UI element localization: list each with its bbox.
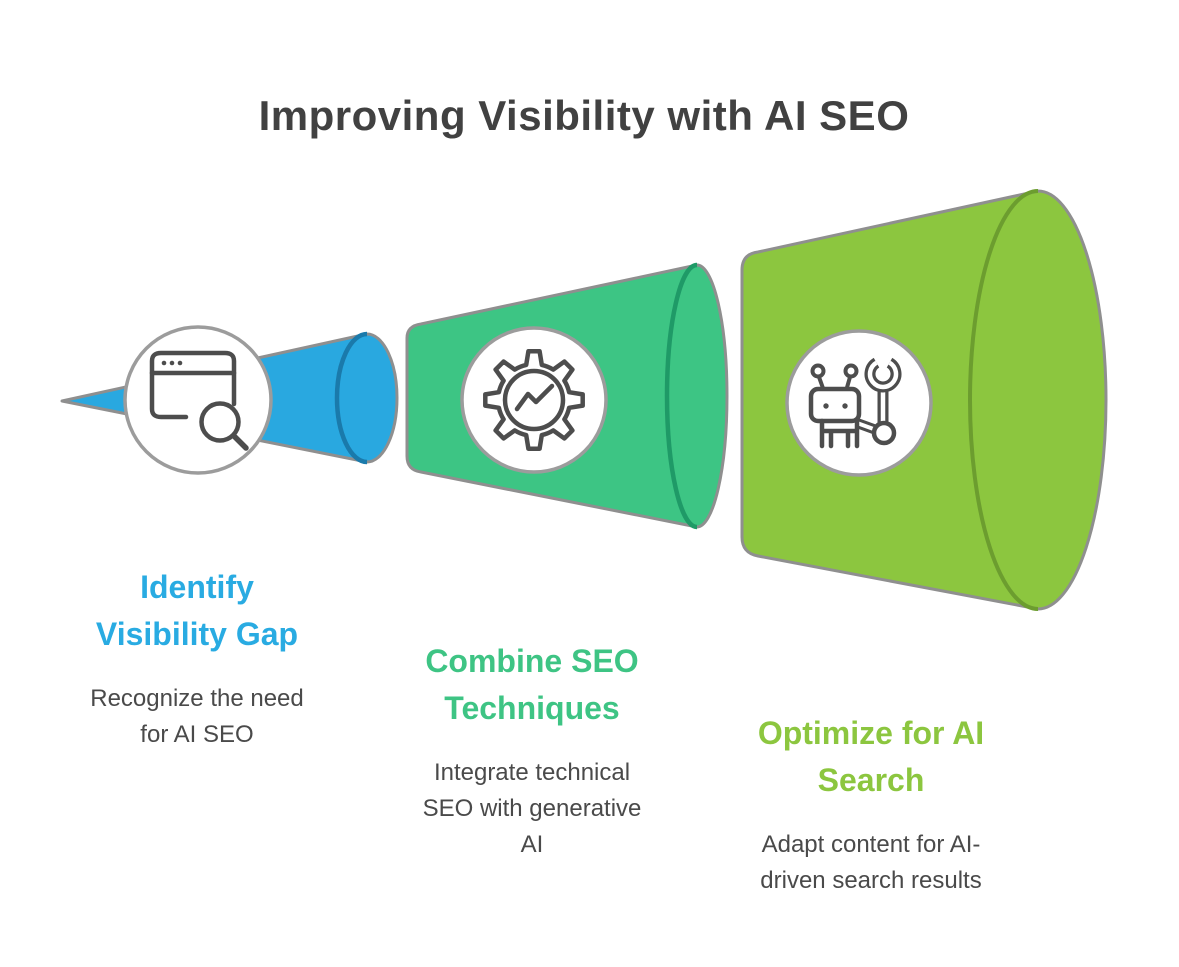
- segment-2-rim-line: [664, 262, 698, 530]
- robot-wrench-icon: [808, 357, 902, 449]
- robot-antenna-right-tip: [843, 363, 859, 379]
- magnifier-lens: [199, 401, 241, 443]
- segment-1-rim-line: [334, 331, 368, 465]
- magnifier-handle: [231, 433, 249, 451]
- robot-eyes: [823, 403, 848, 409]
- wrench-ball: [871, 420, 897, 446]
- step-3-heading: Optimize for AI Search: [758, 710, 984, 804]
- browser-search-icon: [149, 350, 249, 451]
- robot-legs: [819, 418, 860, 449]
- page-title: Improving Visibility with AI SEO: [258, 92, 910, 140]
- step-1-text-block: Identify Visibility Gap Recognize the ne…: [90, 564, 304, 753]
- step-3-description-line-2: driven search results: [760, 867, 982, 894]
- trend-line: [514, 383, 555, 412]
- step-2-description-line-1: Integrate technical: [433, 759, 631, 786]
- gear-analytics-icon: [483, 349, 585, 451]
- step-2-heading-line-1: Combine SEO: [425, 643, 639, 679]
- step-3-heading-line-2: Search: [817, 762, 925, 798]
- step-2-text-block: Combine SEO Techniques Integrate technic…: [423, 638, 642, 863]
- step-3-text-block: Optimize for AI Search Adapt content for…: [758, 710, 984, 899]
- step-2-description-line-2: SEO with generative: [422, 795, 642, 822]
- segment-3-rim-line: [968, 189, 1039, 611]
- wrench-head-core: [867, 360, 899, 390]
- step-1-description: Recognize the need for AI SEO: [90, 681, 304, 753]
- step-3-description-line-1: Adapt content for AI-: [761, 831, 981, 858]
- step-2-heading: Combine SEO Techniques: [423, 638, 642, 732]
- step-2-description-line-3: AI: [520, 831, 544, 858]
- step-1-heading: Identify Visibility Gap: [90, 564, 304, 658]
- robot-antenna-left-tip: [810, 363, 826, 379]
- step-1-description-line-1: Recognize the need: [90, 685, 304, 712]
- step-1-heading-line-2: Visibility Gap: [95, 616, 299, 652]
- step-3-heading-line-1: Optimize for AI: [757, 715, 985, 751]
- browser-dots: [161, 360, 183, 366]
- step-2-description: Integrate technical SEO with generative …: [423, 755, 642, 863]
- robot-head: [808, 386, 862, 424]
- step-2-heading-line-2: Techniques: [444, 690, 620, 726]
- step-1-description-line-2: for AI SEO: [140, 721, 254, 748]
- step-3-description: Adapt content for AI- driven search resu…: [758, 827, 984, 899]
- step-1-heading-line-1: Identify: [140, 569, 254, 605]
- step-1-icon-circle: [123, 325, 273, 475]
- browser-window-outline: [149, 350, 237, 420]
